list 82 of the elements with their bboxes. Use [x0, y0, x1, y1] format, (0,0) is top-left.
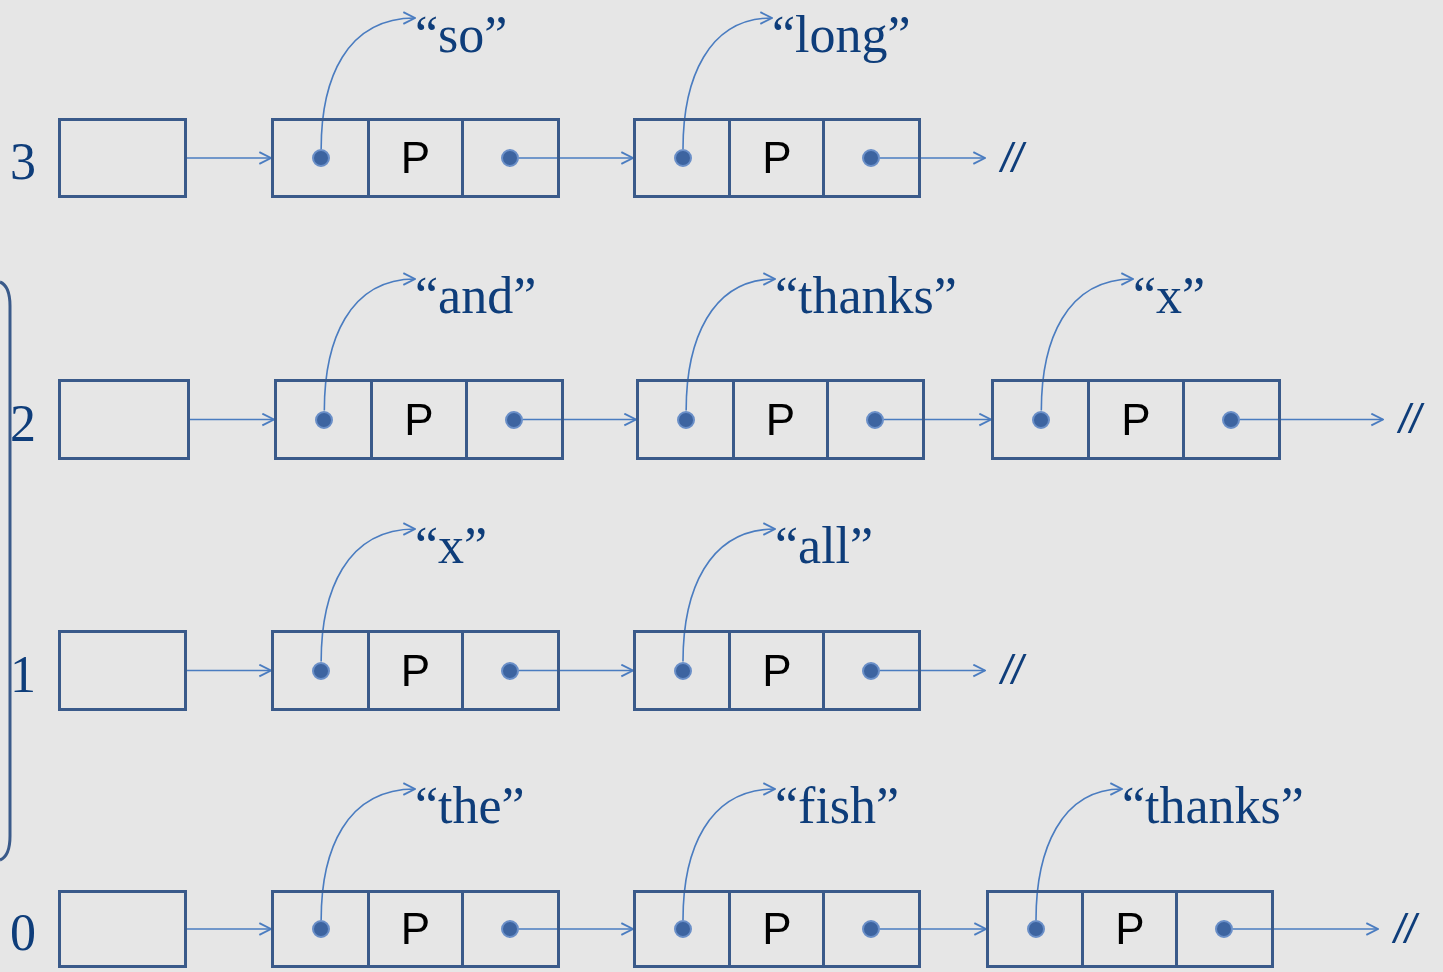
arrow [518, 663, 634, 678]
arrow [320, 523, 416, 663]
arrow [879, 151, 986, 165]
pointer-dot [674, 661, 692, 680]
list-node-box [271, 118, 560, 198]
pointer-dot [865, 410, 884, 429]
arrow [521, 412, 637, 427]
arrow [685, 273, 776, 412]
pointer-dot [1221, 410, 1240, 429]
arrow [186, 151, 272, 165]
index-label: 1 [10, 644, 36, 705]
arrow [1035, 783, 1123, 921]
field-label: P [399, 903, 432, 955]
string-value: “long” [772, 5, 911, 65]
bucket-box [58, 379, 190, 460]
pointer-dot [1032, 410, 1051, 429]
field-label: P [761, 903, 793, 955]
bucket-box [58, 118, 187, 198]
arrow [323, 273, 416, 412]
list-node-box [633, 630, 921, 711]
arrow [189, 412, 275, 427]
pointer-dot [1215, 920, 1233, 938]
bucket-box [58, 630, 187, 711]
field-label: P [1120, 393, 1152, 446]
index-label: 3 [10, 132, 36, 192]
list-node-box [986, 890, 1274, 968]
pointer-dot [677, 410, 696, 429]
arrow [1040, 273, 1134, 412]
list-node-box [633, 118, 921, 198]
string-value: “all” [775, 516, 874, 576]
field-label: P [399, 132, 432, 184]
string-value: “x” [415, 516, 488, 576]
pointer-dot [674, 149, 692, 167]
pointer-dot [315, 410, 334, 429]
arrow [879, 663, 986, 678]
arrow [518, 922, 634, 936]
field-label: P [761, 644, 793, 697]
arrow [518, 151, 634, 165]
arrow [682, 783, 776, 921]
pointer-dot [862, 920, 880, 938]
pointer-dot [500, 149, 519, 167]
arrow [682, 523, 776, 663]
pointer-dot [862, 661, 880, 680]
arrow [1238, 412, 1384, 427]
list-node-box [991, 379, 1281, 460]
index-label: 0 [10, 903, 36, 963]
list-node-box [274, 379, 564, 460]
pointer-dot [504, 410, 523, 429]
field-label: P [764, 393, 797, 446]
pointer-dot [312, 920, 331, 938]
arrow [320, 12, 416, 150]
string-value: “and” [415, 266, 537, 326]
index-label: 2 [10, 393, 36, 454]
field-label: P [403, 393, 435, 446]
pointer-dot [1027, 920, 1045, 938]
arrow [186, 922, 272, 936]
field-label: P [399, 644, 432, 697]
pointer-dot [500, 920, 519, 938]
pointer-dot [312, 661, 331, 680]
string-value: “thanks” [775, 266, 957, 326]
list-node-box [636, 379, 925, 460]
string-value: “the” [415, 776, 525, 836]
arrow [186, 663, 272, 678]
list-node-box [633, 890, 921, 968]
arrow [320, 783, 416, 921]
arrow [879, 922, 987, 936]
string-value: “thanks” [1122, 776, 1304, 836]
list-node-box [271, 630, 560, 711]
pointer-dot [500, 661, 519, 680]
field-label: P [761, 132, 793, 184]
bucket-box [58, 890, 187, 968]
arrow [883, 412, 992, 427]
pointer-dot [312, 149, 331, 167]
field-label: P [1114, 903, 1146, 955]
arrow [1232, 922, 1379, 936]
arrow [682, 12, 773, 150]
list-node-box [271, 890, 560, 968]
string-value: “so” [415, 5, 508, 65]
string-value: “x” [1133, 266, 1206, 326]
pointer-dot [862, 149, 880, 167]
string-value: “fish” [775, 776, 900, 836]
pointer-dot [674, 920, 692, 938]
